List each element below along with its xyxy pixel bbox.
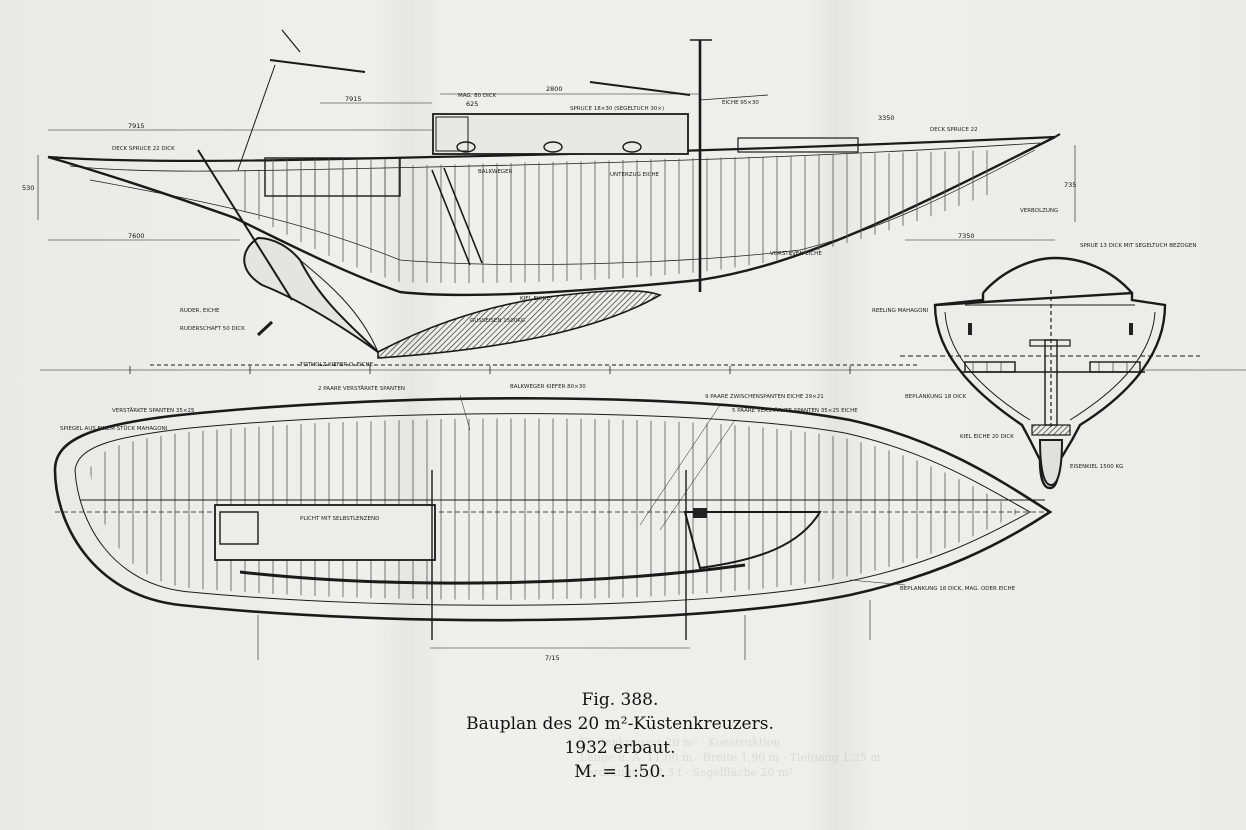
label-kiel-eiche-section: KIEL EICHE 20 DICK	[960, 434, 1014, 440]
label-plicht: PLICHT MIT SELBSTLENZEND	[300, 516, 379, 522]
dim-3350: 3350	[878, 114, 895, 122]
figure-number: Fig. 388.	[581, 690, 659, 710]
plan-labels: SPIEGEL AUS EINEM STÜCK MAHAGONI VERSTÄR…	[60, 384, 1016, 662]
midship-section	[900, 256, 1200, 490]
dim-7-15: 7/15	[545, 654, 560, 662]
label-balkweger: BALKWEGER	[478, 169, 513, 175]
label-spruce-18x30: SPRUCE 18×30 (SEGELTUCH 30×)	[570, 106, 664, 112]
label-eisenkiel: EISENKIEL 1500 KG	[1070, 464, 1123, 470]
figure-scale: M. = 1:50.	[574, 762, 666, 782]
label-deck-spruce-left: DECK SPRUCE 22 DICK	[112, 146, 175, 152]
bleed-through-text: Küstenkreuzer 20 m² · Konstruktion Länge…	[580, 735, 1180, 780]
ghost-line-1: Küstenkreuzer 20 m² · Konstruktion	[580, 736, 781, 749]
label-verbolzung: VERBOLZUNG	[1020, 208, 1058, 214]
dim-7915-mid: 7915	[345, 95, 362, 103]
label-eiche-95x30: EICHE 95×30	[722, 100, 759, 106]
label-verst-spanten-top: VERSTÄRKTE SPANTEN 35×25	[112, 407, 195, 414]
label-ruderschaft: RUDERSCHAFT 50 DICK	[180, 326, 245, 332]
label-beplankung-section: BEPLANKUNG 18 DICK	[905, 394, 967, 400]
dim-625: 625	[466, 100, 478, 108]
label-unterzug: UNTERZUG EICHE	[610, 172, 660, 178]
label-reeling: REELING MAHAGONI	[872, 308, 929, 314]
label-spiegel: SPIEGEL AUS EINEM STÜCK MAHAGONI	[60, 425, 168, 432]
profile-labels: 7915 7915 2800 625 530 7600 735 7350 335…	[22, 85, 1076, 368]
label-gusseisen: GUSSEISEN 1500KG	[470, 318, 525, 324]
label-vorsteven: VORSTEVEN EICHE	[770, 251, 822, 257]
ghost-line-3: Verdrängung 2,3 t · Segelfläche 20 m²	[580, 766, 793, 779]
label-zwei-paare: 2 PAARE VERSTÄRKTE SPANTEN	[318, 385, 405, 392]
dim-7600: 7600	[128, 232, 145, 240]
figure-title: Bauplan des 20 m²-Küstenkreuzers.	[466, 714, 774, 734]
plan-view	[53, 394, 1053, 660]
label-sprue-13: SPRUE 13 DICK MIT SEGELTUCH BEZOGEN	[1080, 243, 1196, 249]
label-kiel-eiche: KIEL EICHE	[520, 296, 551, 302]
profile-view	[37, 29, 1246, 374]
label-beplankung: BEPLANKUNG 18 DICK, MAG. ODER EICHE	[900, 586, 1016, 592]
dim-2800: 2800	[546, 85, 563, 93]
label-balkweger-kiefer: BALKWEGER KIEFER 80×30	[510, 384, 586, 390]
section-labels: SPRUE 13 DICK MIT SEGELTUCH BEZOGEN REEL…	[872, 243, 1196, 470]
dim-7915-top: 7915	[128, 122, 145, 130]
label-totholz: TOTHOLZ KIEFER O. EICHE	[299, 362, 374, 368]
label-mahagoni: MAG. 80 DICK	[458, 93, 497, 99]
label-deck-spruce-right: DECK SPRUCE 22	[930, 127, 978, 133]
label-verst-spanten-5: 5 PAARE VERSTÄRKTE SPANTEN 35×25 EICHE	[732, 407, 858, 414]
figure-year: 1932 erbaut.	[564, 738, 676, 758]
dim-735: 735	[1064, 181, 1076, 189]
ghost-line-2: Länge ü. A. 11,00 m · Breite 1,90 m · Ti…	[580, 751, 881, 764]
figure-caption: Fig. 388. Bauplan des 20 m²-Küstenkreuze…	[440, 688, 800, 784]
label-zwischenspanten: 9 PAARE ZWISCHENSPANTEN EICHE 29×21	[705, 394, 824, 400]
dim-530: 530	[22, 184, 34, 192]
label-ruder: RUDER, EICHE	[180, 308, 220, 314]
dim-7350: 7350	[958, 232, 975, 240]
